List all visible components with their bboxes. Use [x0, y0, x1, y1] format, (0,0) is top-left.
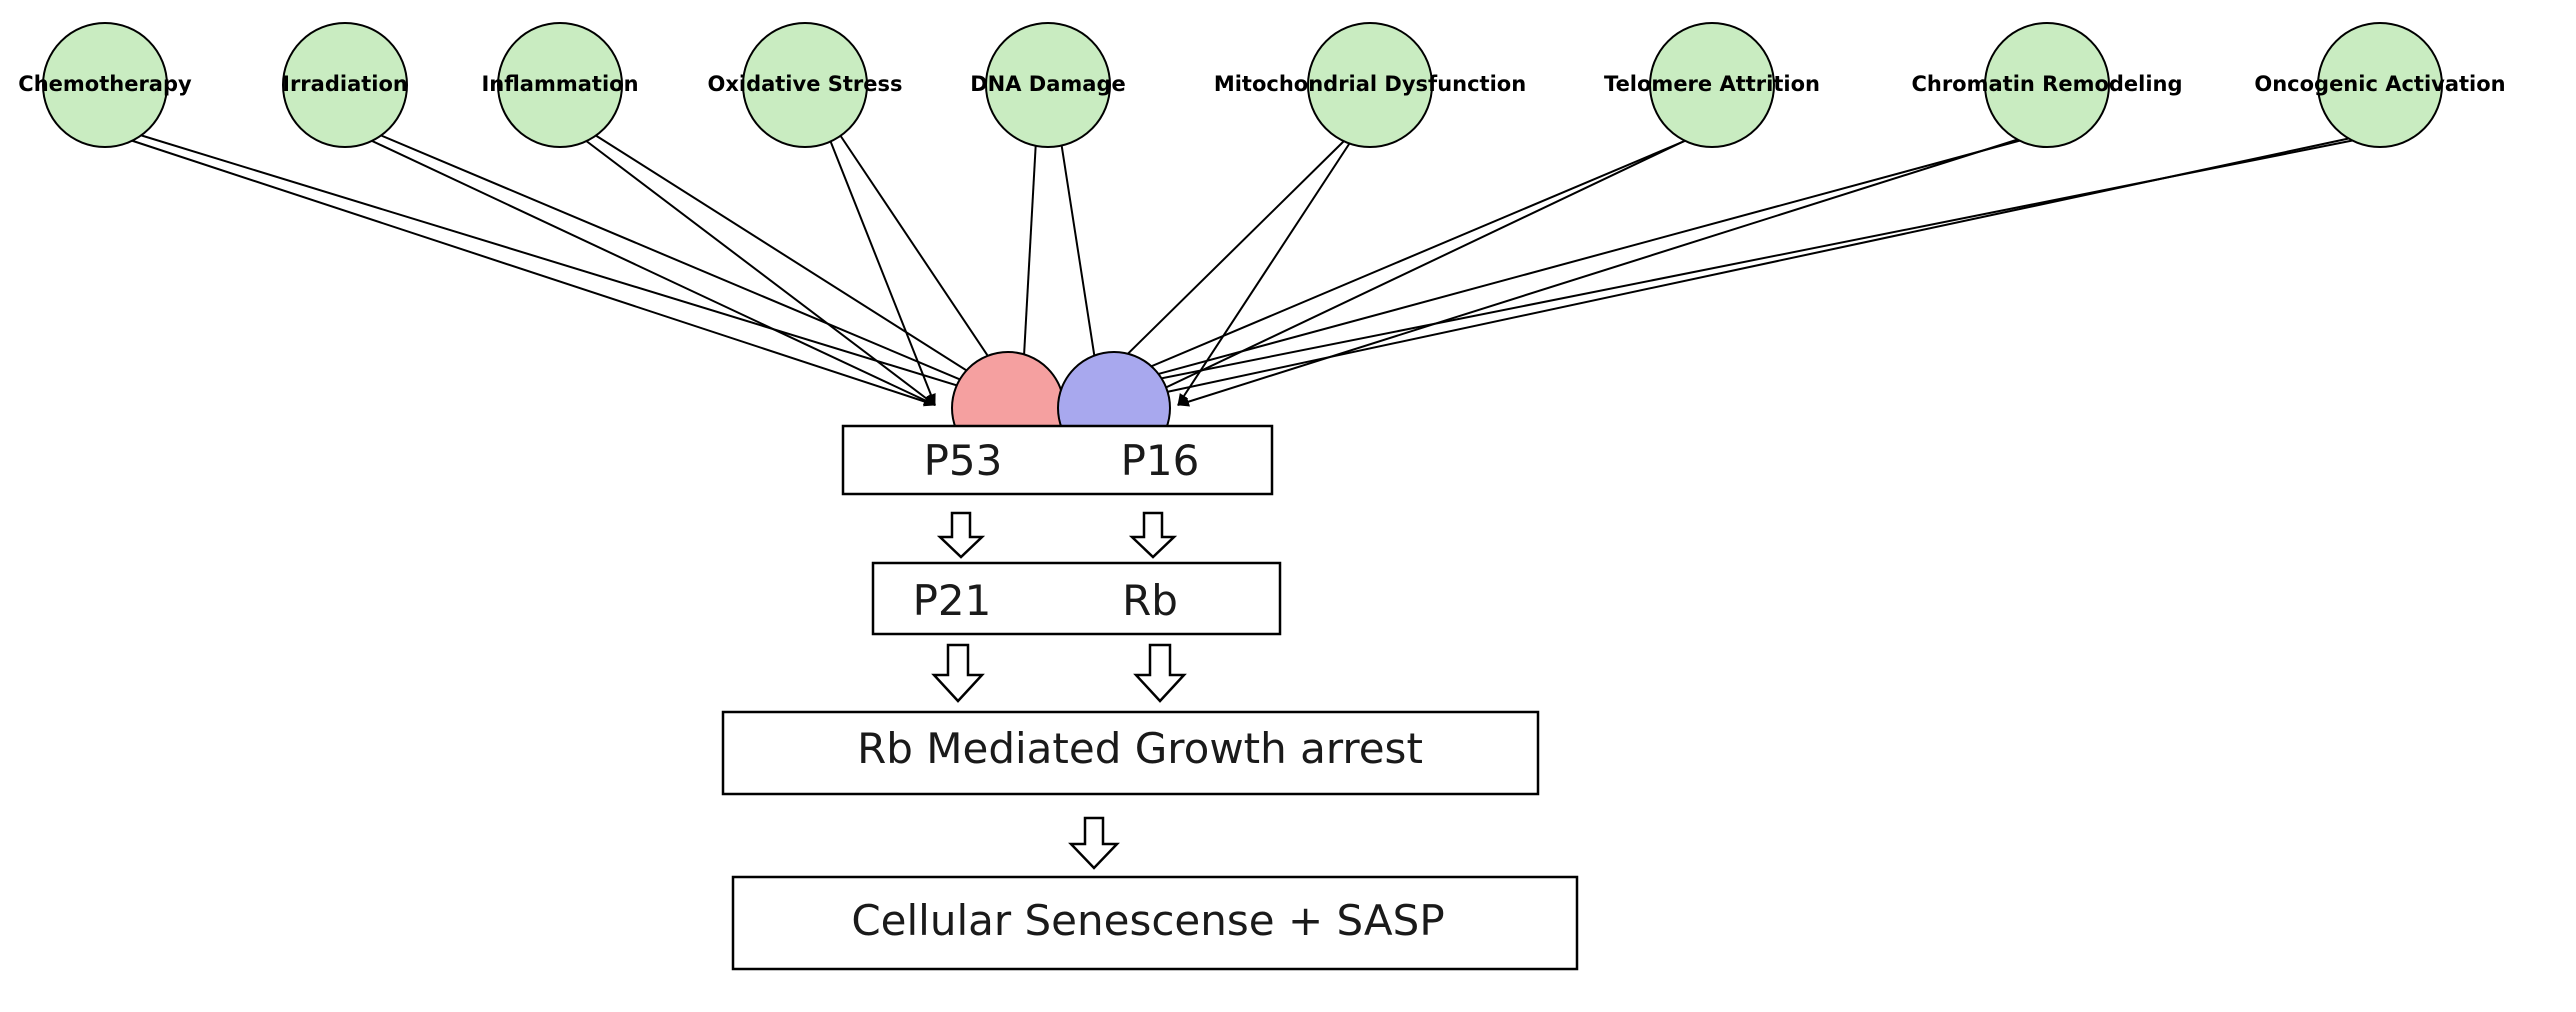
cause-node-mitochondrial-dysfunction: Mitochondrial Dysfunction	[1214, 22, 1526, 148]
p21-label: P21	[913, 576, 992, 625]
cause-node-label: Telomere Attrition	[1604, 72, 1820, 96]
growth-arrest-label: Rb Mediated Growth arrest	[857, 724, 1423, 773]
senescence-sasp-label: Cellular Senescense + SASP	[851, 896, 1444, 945]
edge-telomere-attrition-1	[1080, 139, 1688, 397]
rb-label: Rb	[1122, 576, 1178, 625]
down-arrow-p53-to-p21	[936, 511, 986, 559]
down-arrow-p16-to-rb	[1128, 511, 1178, 559]
cause-node-circle	[1307, 22, 1433, 148]
cause-node-label: Inflammation	[481, 72, 638, 96]
edge-mitochondrial-dysfunction-2	[1177, 134, 1356, 406]
edge-irradiation-2	[379, 134, 1005, 399]
cause-node-circle	[985, 22, 1111, 148]
edge-oxidative-stress-2	[839, 134, 1017, 399]
p21-rb-box: P21 Rb	[871, 561, 1282, 636]
cause-node-irradiation: Irradiation	[282, 22, 408, 148]
cause-node-dna-damage: DNA Damage	[970, 22, 1126, 148]
edge-inflammation-2	[594, 134, 1011, 399]
down-arrow-to-senescence	[1068, 816, 1120, 870]
edge-inflammation-1	[584, 139, 936, 406]
edge-telomere-attrition-2	[1147, 134, 1698, 397]
p53-label: P53	[924, 436, 1003, 485]
edge-dna-damage-1	[1017, 139, 1037, 393]
cause-node-circle	[742, 22, 868, 148]
cause-node-circle	[282, 22, 408, 148]
cause-node-telomere-attrition: Telomere Attrition	[1604, 22, 1820, 148]
cause-node-label: DNA Damage	[970, 72, 1126, 96]
cause-node-label: Oxidative Stress	[707, 72, 902, 96]
edge-chemotherapy-2	[139, 134, 999, 400]
cause-node-circle	[42, 22, 168, 148]
cause-node-label: Oncogenic Activation	[2254, 72, 2505, 96]
edge-irradiation-1	[369, 139, 936, 406]
cause-node-chemotherapy: Chemotherapy	[18, 22, 192, 148]
cause-node-chromatin-remodeling: Chromatin Remodeling	[1911, 22, 2183, 148]
edge-chromatin-remodeling-1	[1076, 139, 2023, 398]
down-arrow-p21-to-growth-arrest	[931, 643, 985, 703]
cause-edges	[129, 134, 2366, 407]
edge-dna-damage-2	[1059, 134, 1104, 393]
cause-nodes: Chemotherapy Irradiation Inflammation Oxida…	[18, 22, 2506, 148]
cause-node-circle	[1649, 22, 1775, 148]
cause-node-oxidative-stress: Oxidative Stress	[707, 22, 903, 148]
cause-node-inflammation: Inflammation	[481, 22, 639, 148]
edge-oncogenic-activation-2	[1147, 134, 2366, 399]
cause-node-circle	[497, 22, 623, 148]
cause-node-label: Chromatin Remodeling	[1911, 72, 2182, 96]
down-arrow-rb-to-growth-arrest	[1133, 643, 1187, 703]
cause-node-label: Chemotherapy	[18, 72, 192, 96]
edge-chemotherapy-1	[129, 139, 936, 407]
cause-node-label: Irradiation	[282, 72, 408, 96]
cause-node-circle	[2317, 22, 2443, 148]
p53-p16-box: P53 P16	[841, 424, 1274, 496]
edge-oxidative-stress-1	[829, 139, 936, 406]
growth-arrest-box: Rb Mediated Growth arrest	[721, 710, 1540, 796]
cause-node-label: Mitochondrial Dysfunction	[1214, 72, 1526, 96]
cause-node-circle	[1984, 22, 2110, 148]
cause-node-oncogenic-activation: Oncogenic Activation	[2254, 22, 2506, 148]
senescence-sasp-box: Cellular Senescense + SASP	[731, 875, 1579, 971]
p16-label: P16	[1121, 436, 1200, 485]
